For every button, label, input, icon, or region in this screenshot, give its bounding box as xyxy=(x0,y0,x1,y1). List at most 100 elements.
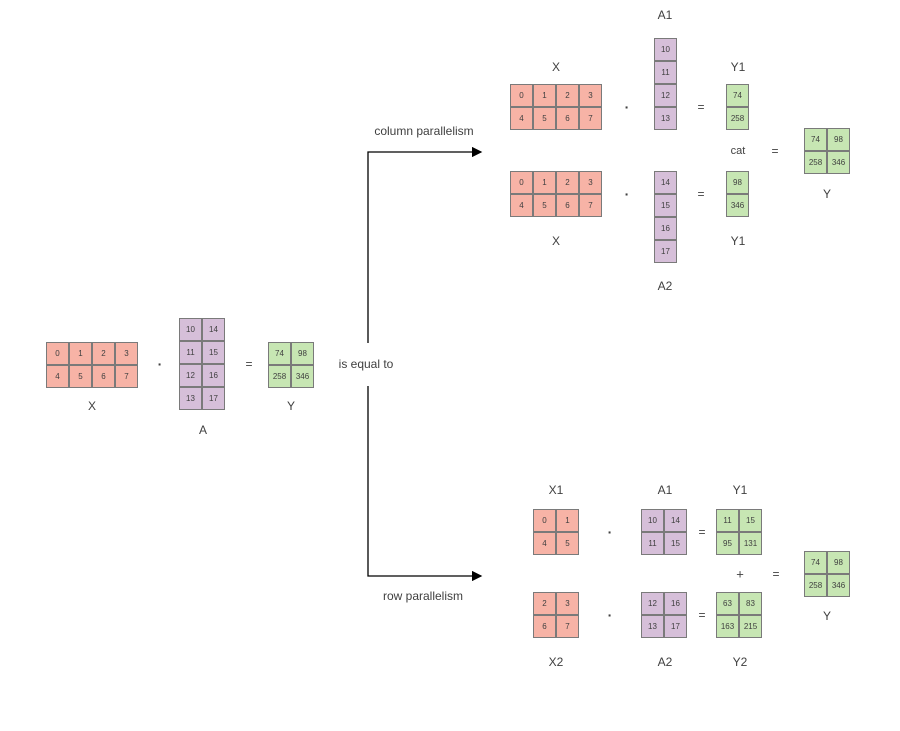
matrix-cell: 0 xyxy=(46,342,69,365)
matrix-cell: 16 xyxy=(654,217,677,240)
matrix-cell: 0 xyxy=(533,509,556,532)
matrix-cell: 1 xyxy=(556,509,579,532)
col-bottom-equals-operator: = xyxy=(697,187,705,201)
matrix-cell: 346 xyxy=(827,574,850,597)
matrix-cell: 7 xyxy=(579,107,602,130)
matrix-a-label: A xyxy=(198,423,208,437)
matrix-cell: 14 xyxy=(664,509,687,532)
plus-operator: + xyxy=(736,566,744,582)
matrix-cell: 5 xyxy=(533,107,556,130)
matrix-cell: 15 xyxy=(664,532,687,555)
matrix-cell: 10 xyxy=(179,318,202,341)
matrix-cell: 4 xyxy=(46,365,69,388)
matrix-cell: 13 xyxy=(641,615,664,638)
matrix-cell: 10 xyxy=(641,509,664,532)
matrix-cell: 98 xyxy=(291,342,314,365)
matrix-cell: 12 xyxy=(654,84,677,107)
matrix-cell: 98 xyxy=(827,128,850,151)
col-bottom-x-label: X xyxy=(551,234,561,248)
col-top-dot-operator: · xyxy=(624,99,630,115)
matrix-cell: 6 xyxy=(533,615,556,638)
matrix-cell: 6 xyxy=(556,194,579,217)
equals-operator: = xyxy=(245,357,253,371)
col-top-y-label: Y1 xyxy=(730,60,746,74)
matrix-cell: 258 xyxy=(804,151,827,174)
matrix-cell: 15 xyxy=(739,509,762,532)
matrix-cell: 7 xyxy=(115,365,138,388)
matrix-cell: 16 xyxy=(202,364,225,387)
matrix-cell: 16 xyxy=(664,592,687,615)
row-top-a-label: A1 xyxy=(657,483,673,497)
row-bottom-dot-operator: · xyxy=(607,607,613,623)
matrix-cell: 7 xyxy=(579,194,602,217)
col-bottom-y-label: Y1 xyxy=(730,234,746,248)
matrix-cell: 83 xyxy=(739,592,762,615)
col-bottom-a-label: A2 xyxy=(657,279,673,293)
matrix-y-label: Y xyxy=(286,399,296,413)
matrix-cell: 11 xyxy=(641,532,664,555)
matrix-cell: 258 xyxy=(804,574,827,597)
matrix-cell: 6 xyxy=(556,107,579,130)
matrix-cell: 15 xyxy=(202,341,225,364)
row-top-equals-operator: = xyxy=(698,525,706,539)
matrix-cell: 12 xyxy=(179,364,202,387)
row-bottom-y-label: Y2 xyxy=(732,655,748,669)
matrix-cell: 131 xyxy=(739,532,762,555)
matrix-cell: 163 xyxy=(716,615,739,638)
matrix-cell: 1 xyxy=(533,171,556,194)
matrix-cell: 5 xyxy=(556,532,579,555)
matrix-cell: 258 xyxy=(726,107,749,130)
matrix-cell: 13 xyxy=(179,387,202,410)
row-bottom-a-label: A2 xyxy=(657,655,673,669)
col-result-equals-operator: = xyxy=(771,144,779,158)
arrow-row-parallelism xyxy=(367,386,483,582)
col-top-x-label: X xyxy=(551,60,561,74)
matrix-cell: 4 xyxy=(510,107,533,130)
matrix-cell: 258 xyxy=(268,365,291,388)
arrow-column-parallelism xyxy=(367,146,483,343)
matrix-x-label: X xyxy=(87,399,97,413)
matrix-cell: 0 xyxy=(510,171,533,194)
matrix-cell: 15 xyxy=(654,194,677,217)
matrix-cell: 346 xyxy=(291,365,314,388)
col-top-a-label: A1 xyxy=(657,8,673,22)
cat-operator: cat xyxy=(730,145,746,157)
matrix-cell: 98 xyxy=(726,171,749,194)
matrix-cell: 2 xyxy=(92,342,115,365)
matrix-cell: 346 xyxy=(726,194,749,217)
matrix-cell: 74 xyxy=(726,84,749,107)
matrix-cell: 17 xyxy=(664,615,687,638)
matrix-cell: 13 xyxy=(654,107,677,130)
matrix-cell: 11 xyxy=(179,341,202,364)
matrix-cell: 5 xyxy=(533,194,556,217)
matrix-cell: 14 xyxy=(202,318,225,341)
matrix-cell: 7 xyxy=(556,615,579,638)
matrix-cell: 2 xyxy=(556,171,579,194)
matrix-cell: 4 xyxy=(533,532,556,555)
matrix-cell: 95 xyxy=(716,532,739,555)
col-result-y-label: Y xyxy=(822,187,832,201)
matrix-cell: 14 xyxy=(654,171,677,194)
matrix-cell: 3 xyxy=(115,342,138,365)
row-top-y-label: Y1 xyxy=(732,483,748,497)
matrix-cell: 1 xyxy=(69,342,92,365)
matrix-cell: 98 xyxy=(827,551,850,574)
row-parallelism-title: row parallelism xyxy=(382,589,464,603)
row-bottom-equals-operator: = xyxy=(698,608,706,622)
dot-operator: · xyxy=(157,356,163,372)
matrix-cell: 63 xyxy=(716,592,739,615)
